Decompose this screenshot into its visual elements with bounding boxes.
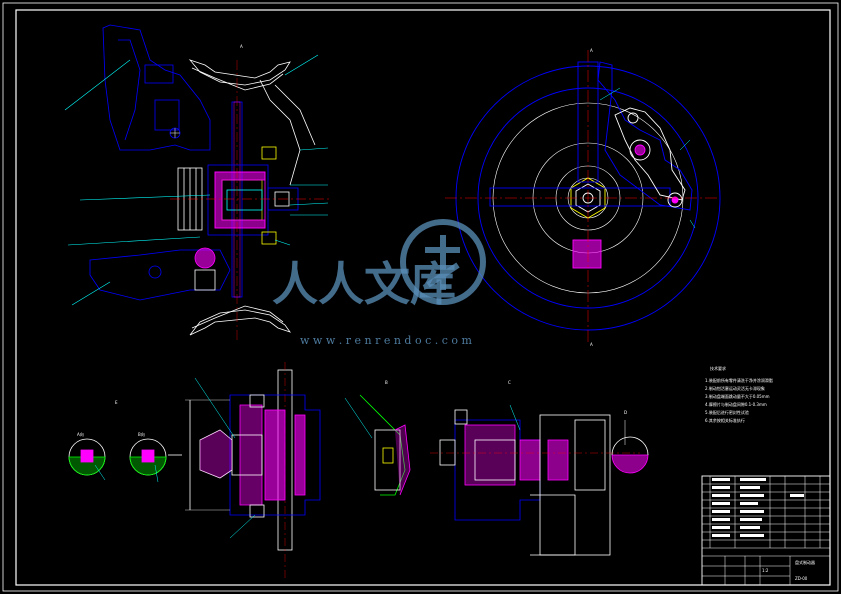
note-line-2: 2.制动钳活塞运动灵活无卡滞现象 (705, 385, 765, 391)
hub-assembly-view (64, 24, 330, 340)
title-drawing-no: ZD-00 (795, 576, 808, 581)
section-c-detail (430, 404, 640, 556)
section-b-detail (344, 394, 411, 496)
section-label-a-bottom: A (590, 342, 593, 347)
section-d-detail (611, 420, 649, 474)
title-scale: 1:2 (762, 568, 769, 573)
watermark-url: w w w . r e n r e n d o c . c o m (300, 334, 472, 347)
disc-front-view (445, 50, 721, 345)
note-line-3: 3.制动盘端面跳动量不大于0.05mm (705, 393, 770, 399)
note-line-5: 5.装配后进行密封性试验 (705, 409, 749, 415)
title-block (701, 475, 831, 586)
section-label-d: D (624, 410, 627, 415)
note-line-1: 1.装配前所有零件清洗干净并涂润滑脂 (705, 377, 773, 383)
notes-title: 技术要求 (710, 365, 726, 371)
detail-label-right: B向 (138, 431, 145, 437)
section-label-a-top-left: A (240, 44, 243, 49)
section-label-c: C (508, 380, 511, 385)
watermark-cn-text: 人人文库 (272, 257, 456, 311)
detail-label-left: A向 (77, 431, 84, 437)
circular-details (68, 438, 167, 483)
section-label-e: E (115, 400, 118, 405)
technical-notes: 技术要求 1.装配前所有零件清洗干净并涂润滑脂 2.制动钳活塞运动灵活无卡滞现象… (705, 365, 773, 423)
inner-frame (15, 9, 831, 586)
note-line-6: 6.其余按相关标准执行 (705, 417, 745, 423)
note-line-4: 4.摩擦片与制动盘间隙0.1-0.3mm (705, 401, 767, 407)
title-drawing-name: 盘式制动器 (795, 559, 815, 565)
section-label-a-top: A (590, 48, 593, 53)
section-label-b: B (385, 380, 388, 385)
caliper-section-view (168, 362, 321, 578)
watermark: 人人文库 w w w . r e n r e n d o c . c o m (272, 219, 486, 347)
